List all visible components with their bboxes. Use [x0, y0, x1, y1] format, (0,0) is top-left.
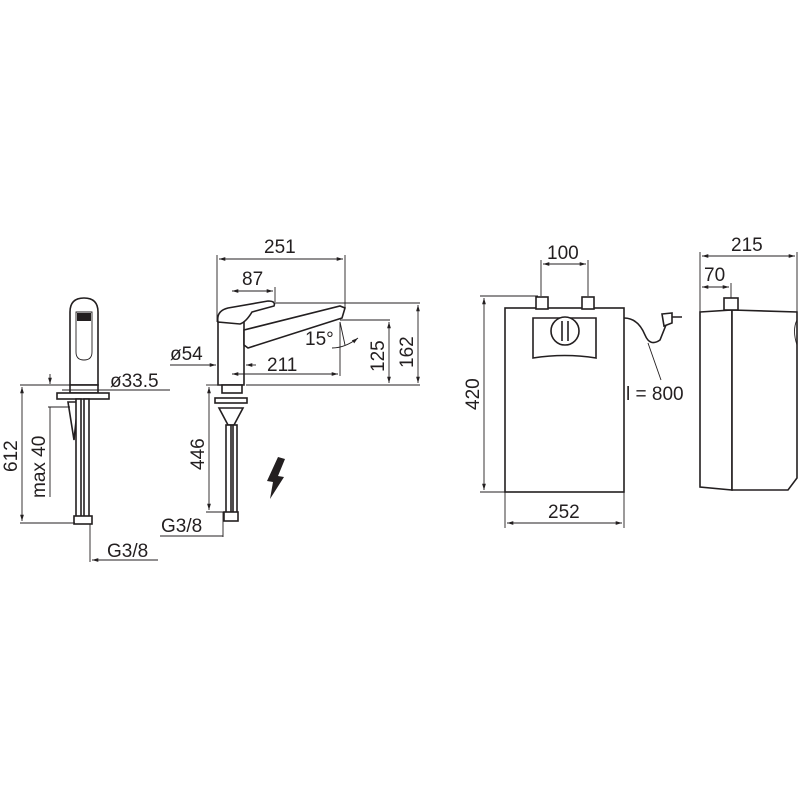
faucet-front-dimensions	[20, 374, 170, 562]
outlet-height-label: 125	[368, 340, 389, 372]
heater-depth-label: 215	[731, 235, 763, 256]
heater-front-view	[504, 296, 682, 493]
heater-front-dimensions	[480, 260, 662, 528]
faucet-side-dimensions	[160, 255, 420, 537]
faucet-front-view	[56, 297, 110, 525]
cable-length-label: l = 800	[626, 384, 684, 405]
heater-height-label: 420	[463, 378, 484, 410]
lever-length-label: 87	[242, 269, 263, 290]
faucet-side-view	[214, 300, 346, 522]
mount-thickness-label: max 40	[29, 436, 50, 498]
heater-width-label: 252	[548, 502, 580, 523]
side-connection-label: G3/8	[161, 516, 202, 537]
spout-angle-label: 15°	[305, 329, 334, 350]
spout-reach-total-label: 251	[264, 237, 296, 258]
connector-spacing-label: 100	[547, 243, 579, 264]
connector-offset-label: 70	[704, 265, 725, 286]
lightning-bolt-icon	[267, 457, 285, 499]
power-plug-icon	[661, 312, 682, 328]
total-height-label: 162	[397, 336, 418, 368]
spout-reach-label: 211	[267, 355, 297, 376]
hole-diameter-label: ø33.5	[110, 371, 159, 392]
body-diameter-label: ø54	[170, 344, 203, 365]
faucet-total-height-label: 612	[1, 440, 22, 472]
heater-side-dimensions	[699, 252, 798, 312]
heater-side-view	[699, 297, 798, 491]
front-connection-label: G3/8	[107, 541, 148, 562]
hose-length-label: 446	[188, 438, 209, 470]
